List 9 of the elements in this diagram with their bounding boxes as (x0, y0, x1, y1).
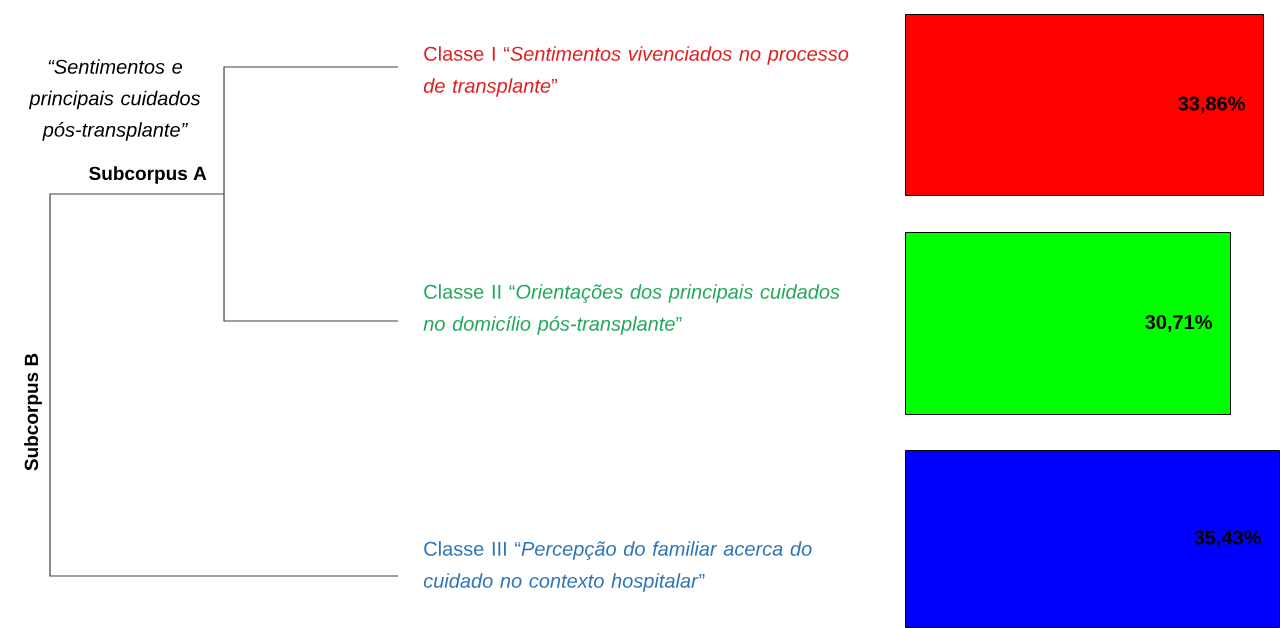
class-label: Classe III “Percepção do familiar acerca do cuidado no contexto hospitalar” (423, 541, 812, 592)
class-label: Classe I “Sentimentos vivenciados no processo de transplante” (423, 46, 849, 97)
percentage-bar: 35,43% (905, 450, 1280, 628)
percentage-bar: 30,71% (905, 232, 1231, 415)
cluster-label: Subcorpus A (89, 166, 207, 184)
cluster-label: Subcorpus B (24, 353, 42, 471)
percentage-bar: 33,86% (905, 14, 1264, 196)
branch-caption: “Sentimentos e principais cuidados pós-transplante” (28, 59, 201, 141)
class-label: Classe II “Orientações dos principais cuidados no domicílio pós-transplante” (423, 284, 840, 335)
